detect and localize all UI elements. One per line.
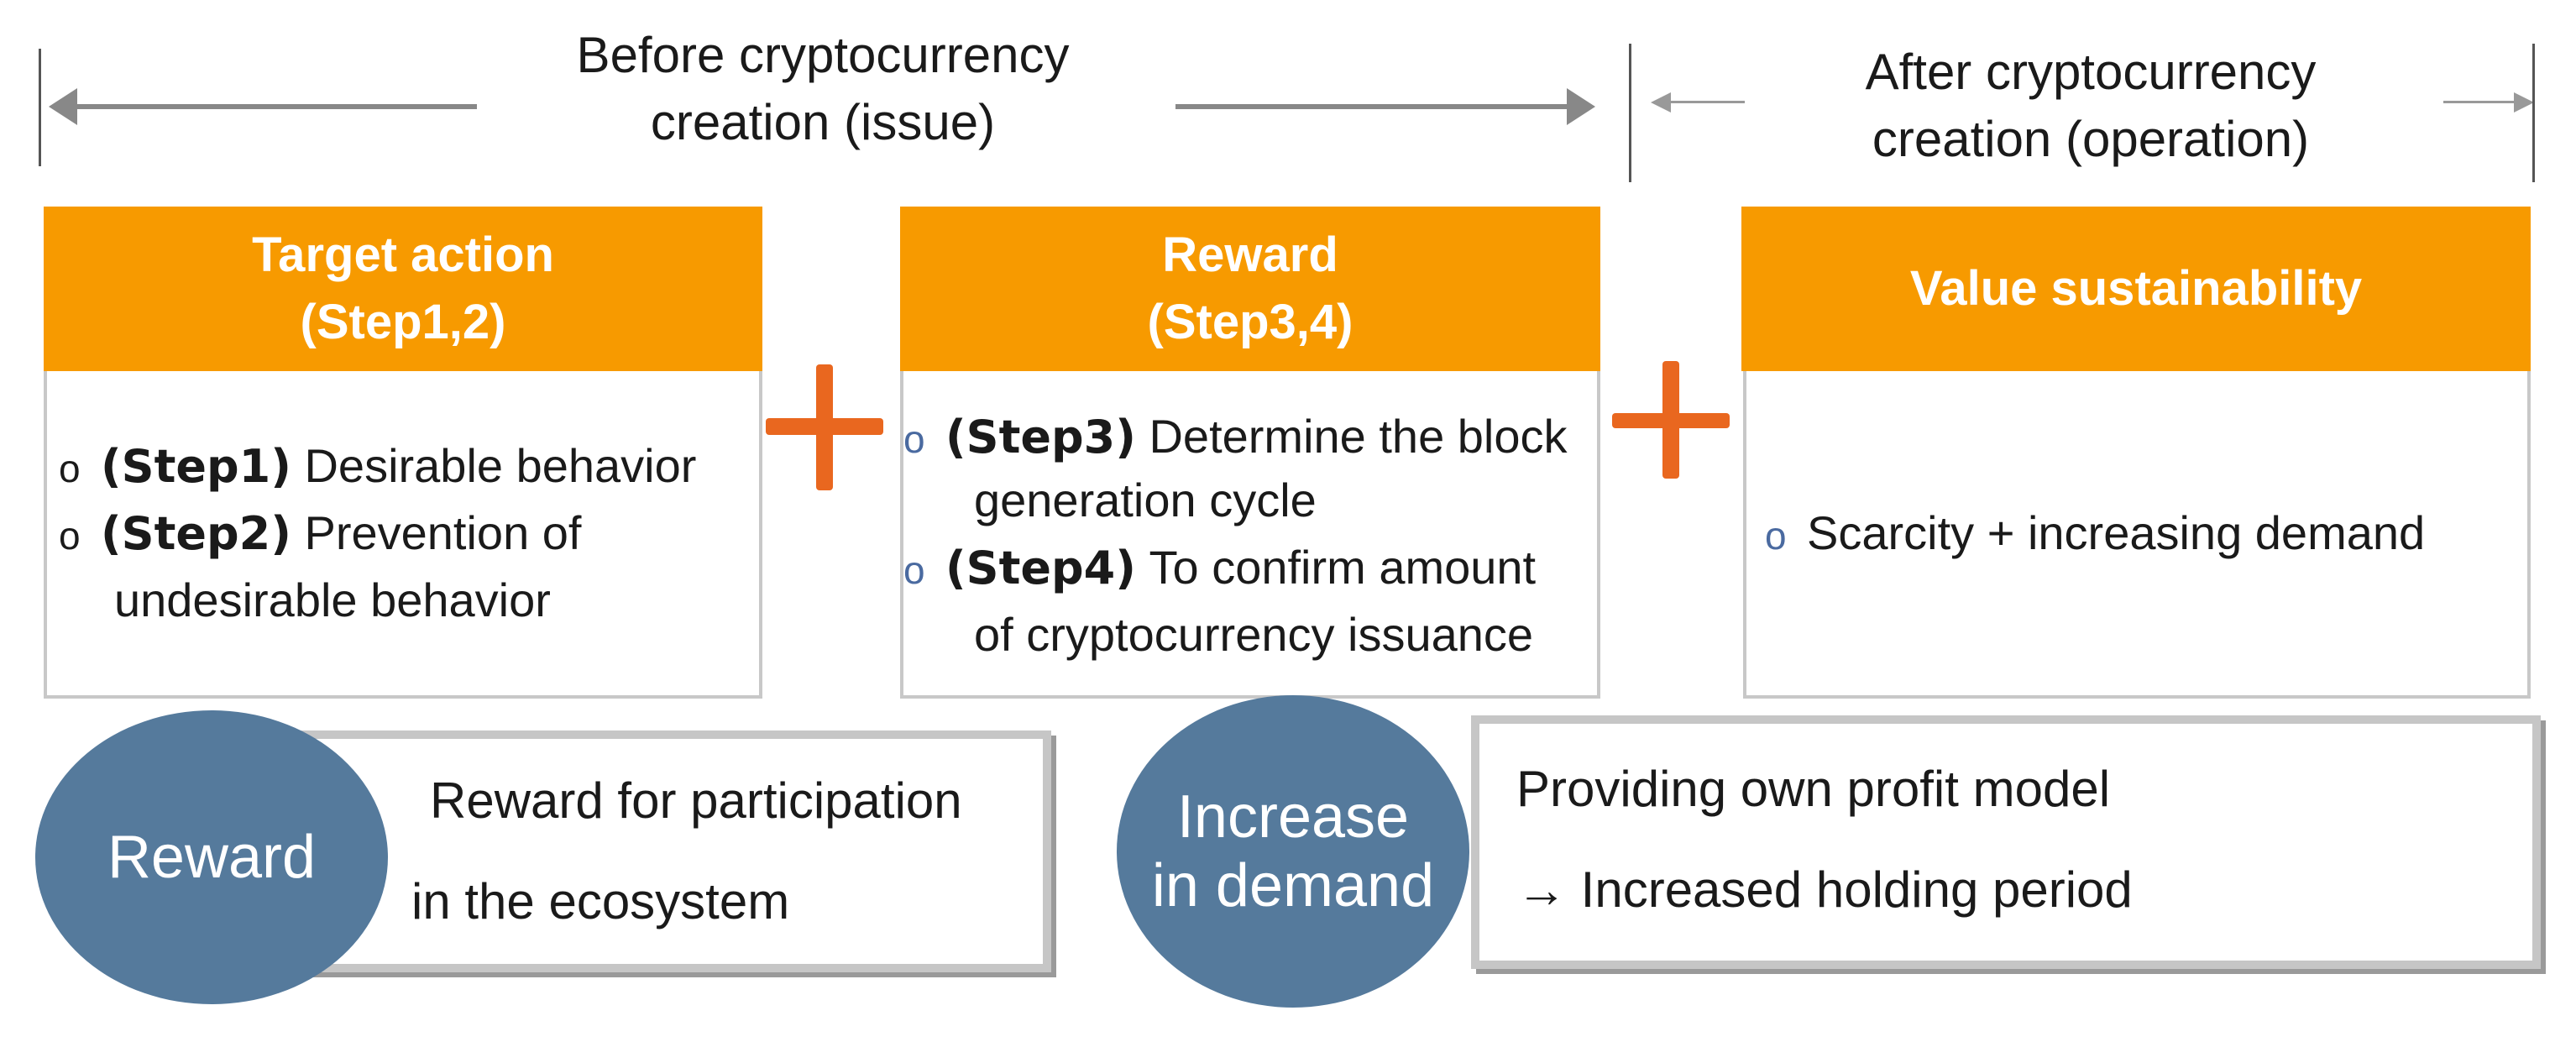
reward-header: Reward (Step3,4) — [900, 207, 1600, 371]
step4-text: To confirm amount — [1149, 541, 1537, 594]
reward-body — [900, 371, 1600, 699]
reward-title: Reward — [1162, 228, 1338, 282]
step2-text: Prevention of — [304, 506, 582, 559]
step2-item: o (Step2) Prevention of — [59, 500, 581, 569]
increase-in-demand-line1: Increase — [1176, 783, 1410, 851]
reward-description-line2: in the ecosystem — [411, 873, 790, 929]
phase-after-label-line1: After cryptocurrency — [1865, 44, 2317, 100]
increase-in-demand-line2: in demand — [1151, 852, 1435, 919]
step3-text: Determine the block — [1149, 410, 1568, 463]
value-sustainability-body — [1743, 371, 2531, 699]
phase-before-left-tick — [39, 49, 41, 166]
phase-after-arrow-right-shaft — [2443, 101, 2516, 103]
plus-icon — [1612, 361, 1730, 479]
scarcity-text: Scarcity + increasing demand — [1807, 506, 2426, 559]
plus-icon — [766, 364, 883, 490]
reward-circle: Reward — [35, 710, 388, 1004]
bullet-icon: o — [59, 514, 81, 558]
phase-before-label-line2: creation (issue) — [650, 94, 996, 150]
target-action-title: Target action — [252, 228, 554, 282]
reward-description-box — [277, 730, 1051, 972]
phase-before-arrow-right-head — [1567, 88, 1595, 125]
bullet-icon: o — [1765, 514, 1787, 558]
reward-steps: (Step3,4) — [1147, 295, 1353, 349]
target-action-steps: (Step1,2) — [300, 295, 506, 349]
step1-item: o (Step1) Desirable behavior — [59, 432, 696, 502]
phase-before-arrow-left-head — [49, 88, 77, 125]
phase-divider — [1629, 44, 1631, 182]
step4-label: (Step4) — [945, 542, 1136, 594]
phase-after-arrow-left-head — [1651, 92, 1671, 113]
value-sustainability-header: Value sustainability — [1741, 207, 2531, 371]
step3-text-cont: generation cycle — [974, 474, 1317, 526]
phase-after-label: After cryptocurrency creation (operation… — [1755, 39, 2427, 173]
bullet-icon: o — [59, 447, 81, 490]
step1-text: Desirable behavior — [304, 439, 697, 492]
phase-after-label-line2: creation (operation) — [1872, 111, 2310, 167]
phase-before-arrow-right-shaft — [1175, 104, 1570, 109]
demand-description-line2: → Increased holding period — [1516, 861, 2133, 918]
step3-label: (Step3) — [945, 411, 1136, 463]
step2-label: (Step2) — [101, 507, 291, 560]
step1-label: (Step1) — [101, 440, 291, 493]
phase-before-arrow-left-shaft — [74, 104, 477, 109]
step2-text-cont: undesirable behavior — [114, 573, 551, 626]
demand-description-box — [1471, 715, 2541, 969]
step3-item: o (Step3) Determine the block — [903, 403, 1568, 473]
phase-after-arrow-right-head — [2514, 92, 2534, 113]
phase-after-right-tick — [2532, 44, 2535, 182]
step4-item: o (Step4) To confirm amount — [903, 534, 1536, 604]
bullet-icon: o — [903, 548, 925, 592]
target-action-header: Target action (Step1,2) — [44, 207, 762, 371]
demand-description-line1: Providing own profit model — [1516, 761, 2111, 817]
bullet-icon: o — [903, 417, 925, 461]
value-sustainability-title: Value sustainability — [1909, 261, 2363, 316]
scarcity-item: o Scarcity + increasing demand — [1765, 500, 2425, 569]
reward-circle-label: Reward — [107, 824, 317, 891]
phase-before-label: Before cryptocurrency creation (issue) — [487, 22, 1159, 156]
reward-description-line1: Reward for participation — [430, 772, 962, 829]
phase-before-label-line1: Before cryptocurrency — [576, 27, 1070, 83]
target-action-body — [44, 371, 762, 699]
step4-text-cont: of cryptocurrency issuance — [974, 608, 1534, 661]
phase-after-arrow-left-shaft — [1669, 101, 1745, 103]
increase-in-demand-circle: Increase in demand — [1117, 695, 1469, 1008]
